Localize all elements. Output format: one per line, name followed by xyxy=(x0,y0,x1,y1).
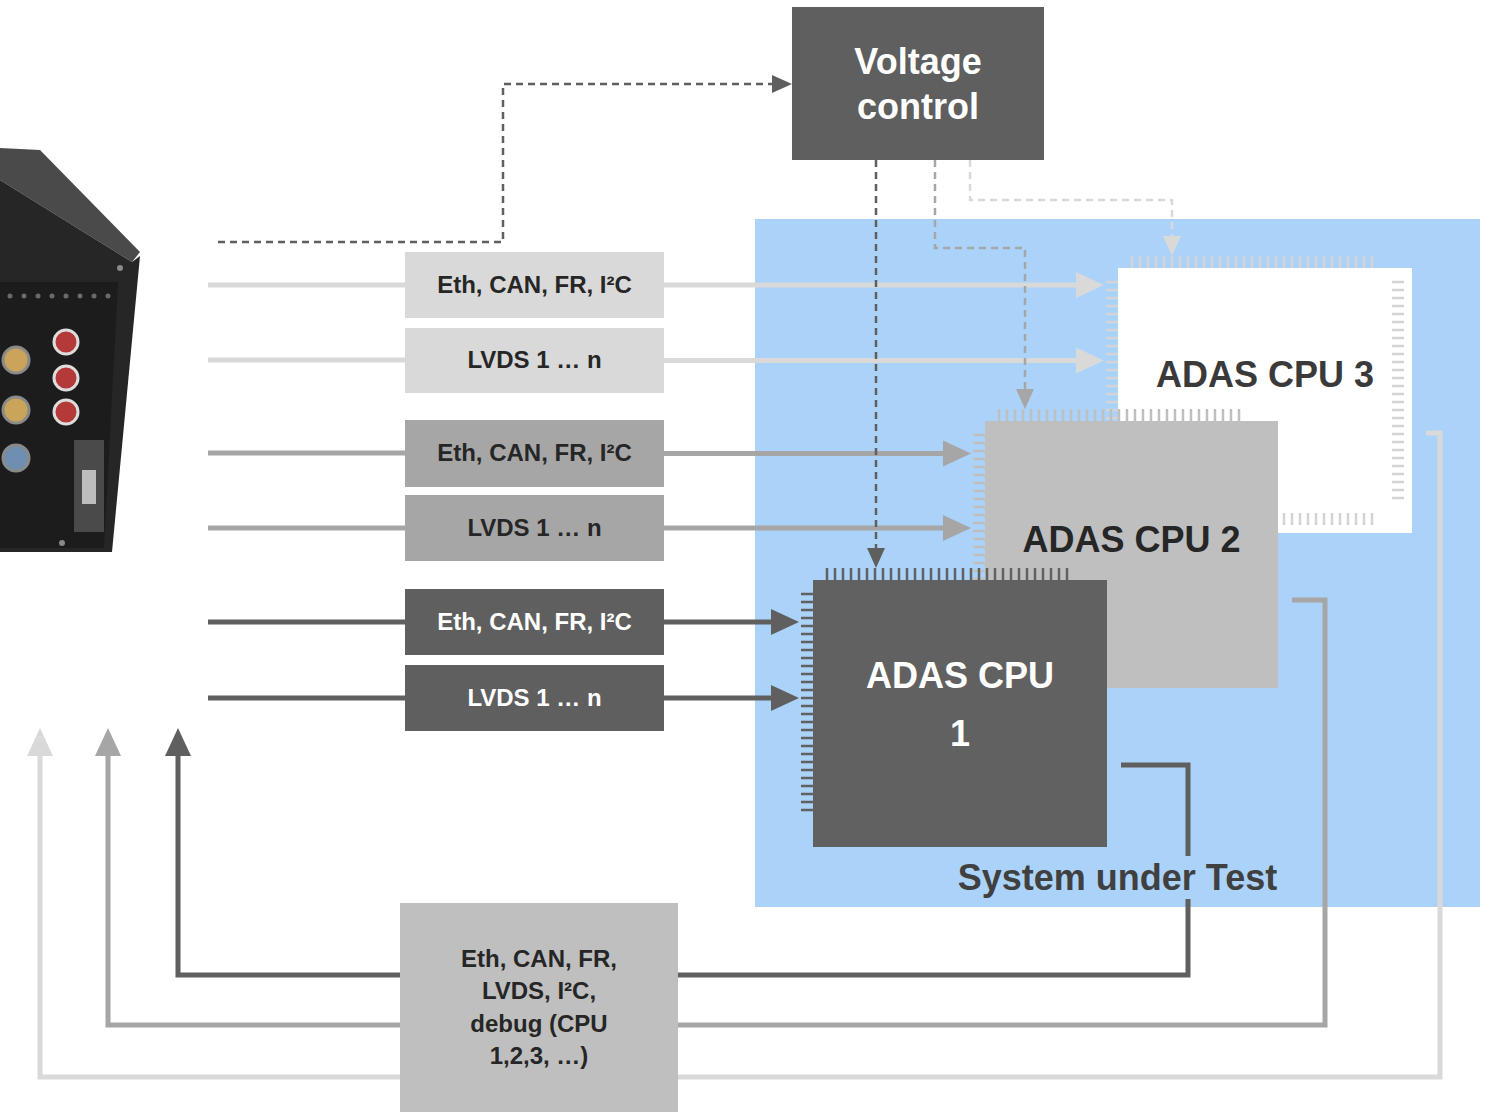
return-wire xyxy=(178,756,400,975)
arrow-head xyxy=(772,75,792,93)
control-wire xyxy=(218,84,772,242)
vent xyxy=(106,294,111,299)
return-wire xyxy=(108,756,400,1025)
connector-line xyxy=(664,283,1076,288)
interface-label-box: Eth, CAN, FR, I²C xyxy=(405,589,664,655)
interface-label-box: Eth, CAN, FR, LVDS, I²C, debug (CPU 1,2,… xyxy=(400,903,678,1112)
control-box: Voltage control xyxy=(792,7,1044,160)
cpu-chip: ADAS CPU 1 xyxy=(813,580,1107,847)
vent xyxy=(50,294,55,299)
interface-label-box: LVDS 1 … n xyxy=(405,665,664,731)
box-label: ADAS CPU 3 xyxy=(1156,353,1374,396)
box-label: LVDS 1 … n xyxy=(467,514,601,543)
screw xyxy=(117,265,123,271)
chip-pins xyxy=(797,564,1103,843)
vent xyxy=(92,294,97,299)
chip-pin xyxy=(801,568,1099,839)
screw xyxy=(59,540,65,546)
arrow-head xyxy=(95,728,121,756)
arrow-head xyxy=(165,728,191,756)
vent xyxy=(8,294,13,299)
box-label: LVDS 1 … n xyxy=(467,346,601,375)
device-body xyxy=(0,180,140,552)
box-label: Eth, CAN, FR, LVDS, I²C, debug (CPU 1,2,… xyxy=(444,943,634,1073)
signal-wire xyxy=(208,526,405,531)
interface-label-box: LVDS 1 … n xyxy=(405,495,664,561)
vent xyxy=(64,294,69,299)
connector-jack xyxy=(3,397,29,423)
connector-line xyxy=(664,358,1076,363)
interface-label-box: Eth, CAN, FR, I²C xyxy=(405,252,664,318)
connector-jack xyxy=(3,445,29,471)
device-output-wires xyxy=(208,285,405,698)
connector-jack xyxy=(54,366,78,390)
vent xyxy=(36,294,41,299)
return-wires xyxy=(40,756,400,1077)
box-label: LVDS 1 … n xyxy=(467,684,601,713)
device-vents xyxy=(8,294,111,299)
vent xyxy=(22,294,27,299)
box-label: ADAS CPU 1 xyxy=(860,647,1060,762)
system-region: System under Test ADAS CPU 3 ADAS CPU 2 ADA… xyxy=(755,219,1480,907)
box-label: Eth, CAN, FR, I²C xyxy=(437,439,632,468)
return-wire xyxy=(40,756,400,1077)
device-connectors xyxy=(3,265,123,546)
connector xyxy=(664,609,799,635)
signal-wire xyxy=(208,696,405,701)
connector-jack xyxy=(3,347,29,373)
connector-line xyxy=(664,696,771,701)
interface-label-box: Eth, CAN, FR, I²C xyxy=(405,420,664,487)
vent xyxy=(78,294,83,299)
arrow-head xyxy=(27,728,53,756)
signal-wire xyxy=(208,358,405,363)
device-bracket xyxy=(74,440,104,532)
box-label: ADAS CPU 2 xyxy=(1022,518,1240,561)
box-label: Eth, CAN, FR, I²C xyxy=(437,608,632,637)
box-label: Voltage control xyxy=(802,39,1034,129)
device-front-panel xyxy=(0,282,118,548)
device-port xyxy=(82,470,96,504)
connector-jack xyxy=(54,400,78,424)
connector-jack xyxy=(54,330,78,354)
interface-label-box: LVDS 1 … n xyxy=(405,328,664,393)
signal-wire xyxy=(208,283,405,288)
connector-line xyxy=(664,451,943,456)
box-label: System under Test xyxy=(952,856,1283,899)
connector xyxy=(664,685,799,711)
signal-wire xyxy=(208,451,405,456)
box-label: Eth, CAN, FR, I²C xyxy=(437,271,632,300)
signal-wire xyxy=(208,620,405,625)
connector-line xyxy=(664,526,943,531)
connector-line xyxy=(664,620,771,625)
